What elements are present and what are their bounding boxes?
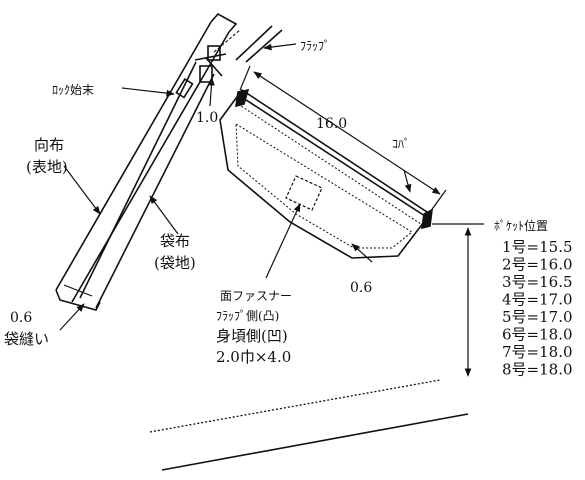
front-cloth-right-edge (71, 31, 230, 303)
leader-front-cloth (63, 165, 101, 215)
label-bag-seam: 袋縫い (4, 330, 49, 348)
label-flap: ﾌﾗｯﾌﾟ (300, 39, 330, 53)
dim-16-ext-left (239, 65, 251, 91)
leader-0-6-right (351, 243, 373, 263)
pocket-position-item: 4号=17.0 (502, 291, 573, 309)
flap-cap-left (235, 88, 250, 108)
fold-box-upper (207, 45, 221, 61)
pocket-position-item: 6号=18.0 (502, 326, 573, 344)
pocket-position-item: 1号=15.5 (502, 238, 573, 256)
leader-bag-seam (59, 303, 85, 331)
label-bag-cloth-1: 袋布 (160, 232, 190, 250)
pocket-position-item: 8号=18.0 (502, 361, 573, 379)
pocket-position-item: 5号=17.0 (502, 308, 573, 326)
bag-cloth-left-edge (79, 61, 197, 299)
lock-end-box (175, 77, 194, 99)
label-fastener-4: 2.0巾×4.0 (216, 348, 291, 366)
leader-flap (263, 43, 297, 51)
pocket-position-item: 2号=16.0 (502, 256, 573, 274)
dim-16-ext-right (429, 189, 447, 213)
label-lock-end: ﾛｯｸ始末 (52, 83, 94, 97)
labels: ﾌﾗｯﾌﾟ ﾛｯｸ始末 1.0 16.0 ｺﾊﾟ 向布 (表地) 袋布 (袋地)… (4, 39, 548, 366)
label-1-0: 1.0 (196, 110, 218, 126)
flap-strip-edge-1 (235, 25, 273, 61)
dim-16-group (239, 65, 447, 213)
label-kopa: ｺﾊﾟ (392, 137, 410, 151)
leader-bag-cloth (149, 195, 179, 235)
pocket-position-item: 7号=18.0 (502, 343, 573, 361)
label-fastener-2: ﾌﾗｯﾌﾟ側(凸) (216, 309, 279, 323)
fold-detail (205, 57, 223, 77)
label-fastener-3: 身頃側(凹) (216, 327, 288, 345)
fastener-box (285, 175, 323, 211)
label-front-cloth-1: 向布 (34, 136, 64, 154)
body-dotted-line (149, 379, 441, 433)
leader-1-0 (208, 77, 215, 107)
leader-lock-end (121, 87, 175, 97)
front-cloth-left-edge (55, 21, 212, 291)
label-0-6-left: 0.6 (10, 310, 32, 326)
bag-cloth-right-edge (95, 73, 215, 309)
body-lines (149, 379, 469, 471)
label-front-cloth-2: (表地) (26, 158, 68, 176)
label-16-0: 16.0 (316, 116, 347, 132)
pocket-position-list: 1号=15.52号=16.03号=16.54号=17.05号=17.06号=18… (502, 238, 573, 379)
leader-kopa (403, 169, 412, 193)
pocket-pos-dim (432, 223, 484, 377)
label-fastener-1: 面ファスナー (220, 289, 292, 303)
fold-box-lower (199, 65, 213, 83)
label-pocket-pos-title: ﾎﾟｹｯﾄ位置 (494, 218, 548, 233)
flap-strip-dashed (213, 29, 241, 53)
dim-16-line (253, 71, 441, 195)
pocket-position-item: 3号=16.5 (502, 273, 573, 291)
flap-cap-right (421, 208, 433, 230)
flap-inner-stitch (235, 123, 413, 249)
label-bag-cloth-2: (袋地) (154, 254, 196, 272)
fold-top-line (194, 53, 227, 61)
body-solid-line (161, 413, 469, 471)
cross-section (55, 12, 283, 311)
leaders (59, 43, 412, 331)
section-top-cap (210, 12, 238, 33)
leader-fastener (265, 203, 301, 279)
flap-band-line (239, 95, 429, 219)
label-0-6-right: 0.6 (350, 280, 372, 296)
bottom-seam-line (63, 284, 93, 297)
